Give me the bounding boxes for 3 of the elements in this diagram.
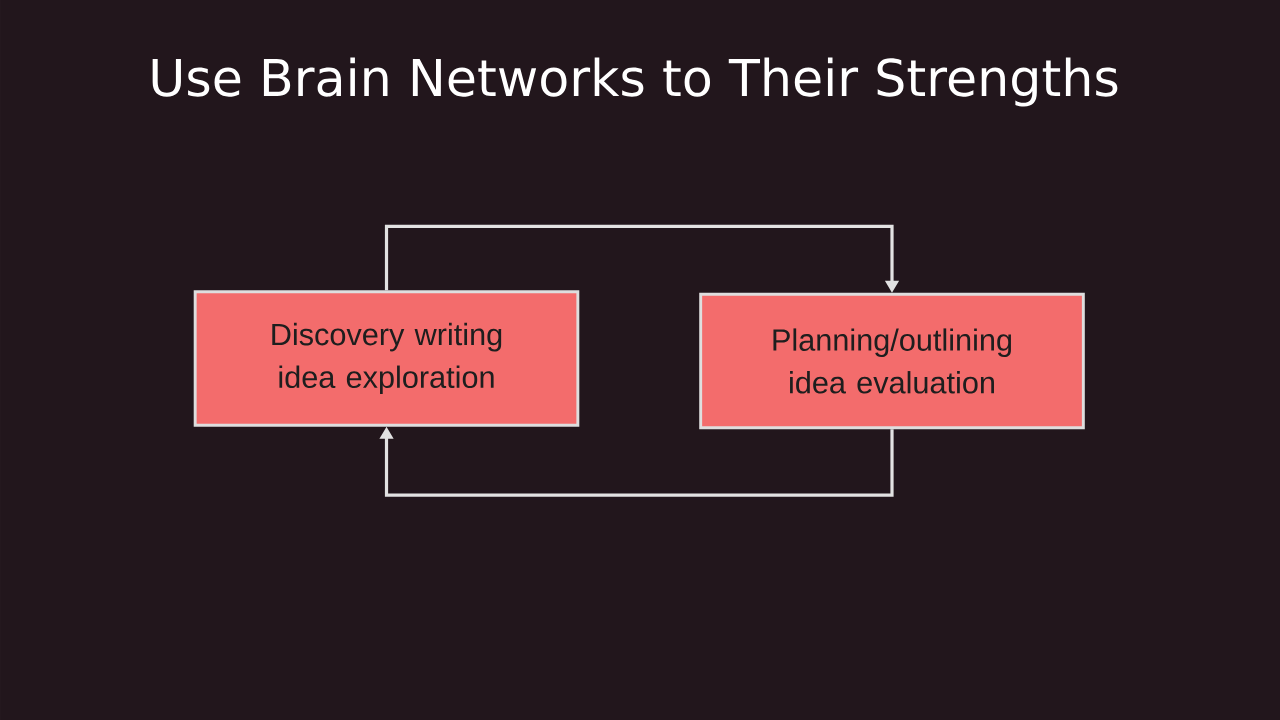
title: Use Brain Networks to Their Strengths (152, 57, 1118, 107)
process-box: Planning/outlining idea evaluation (699, 292, 1085, 430)
process-box: Discovery writing idea exploration (193, 290, 580, 427)
